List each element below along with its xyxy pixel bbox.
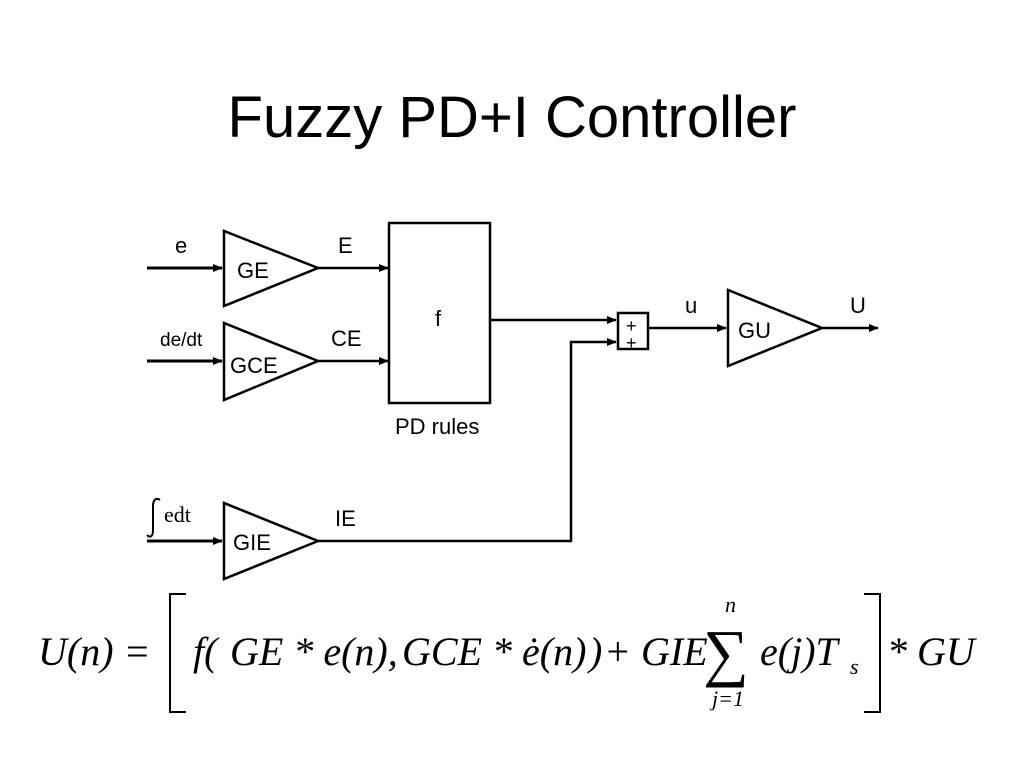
equation-summand-subscript: s — [850, 654, 859, 679]
e-signal-label: e — [175, 233, 187, 258]
equation-plus-gie: + GIE — [604, 629, 708, 674]
ge-label: GE — [237, 258, 269, 283]
E-signal-label: E — [338, 233, 353, 258]
integral-sign-icon — [146, 497, 161, 538]
equation-gce-term: GCE * ė(n) — [402, 629, 586, 674]
gie-gain-block — [222, 501, 322, 581]
gie-label: GIE — [233, 530, 271, 555]
pd-rules-block — [387, 221, 492, 405]
equation-f-close: ) — [587, 629, 602, 674]
integral-integrand-label: edt — [164, 502, 191, 527]
equation-lhs: U(n) = — [38, 629, 151, 674]
summation-sign-icon: ∑ — [703, 617, 749, 688]
rule-function-label: f — [435, 306, 442, 331]
control-law-equation: U(n) = f( GE * e(n), GCE * ė(n) ) + GIE … — [38, 592, 978, 713]
equation-f-open: f( — [193, 629, 220, 674]
summation-lower-limit: j=1 — [709, 686, 744, 711]
gce-gain-block — [222, 321, 322, 402]
right-square-bracket-icon — [864, 593, 881, 713]
u-signal-label: u — [685, 293, 697, 318]
left-square-bracket-icon — [169, 593, 186, 713]
gu-label: GU — [738, 318, 771, 343]
summation-upper-limit: n — [725, 592, 736, 617]
equation-summand: e(j)T — [760, 629, 841, 674]
ie-to-sum-path — [318, 338, 617, 543]
sum-plus-bottom: + — [626, 333, 637, 353]
IE-signal-label: IE — [335, 506, 356, 531]
gu-gain-block — [726, 288, 826, 368]
gce-label: GCE — [230, 353, 278, 378]
slide-title: Fuzzy PD+I Controller — [227, 85, 797, 150]
pd-rules-caption: PD rules — [395, 414, 479, 439]
equation-ge-term: GE * e(n), — [230, 629, 398, 674]
U-signal-label: U — [850, 293, 866, 318]
CE-signal-label: CE — [331, 326, 362, 351]
ge-gain-block — [222, 229, 322, 308]
sum-plus-top: + — [626, 316, 637, 336]
summing-junction — [616, 311, 650, 351]
equation-times-gu: * GU — [887, 629, 978, 674]
dedt-signal-label: de/dt — [160, 330, 203, 351]
